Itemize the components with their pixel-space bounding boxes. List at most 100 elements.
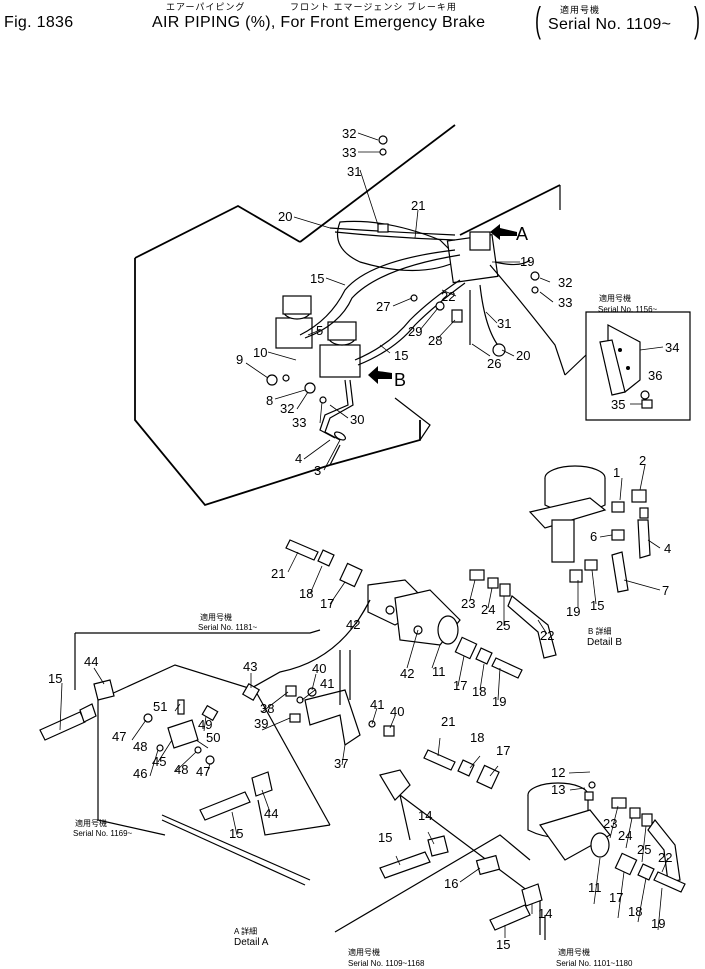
callout-48: 48 xyxy=(133,739,147,754)
callout-29: 29 xyxy=(408,324,422,339)
callout-15: 15 xyxy=(378,830,392,845)
callout-17: 17 xyxy=(609,890,623,905)
callout-17: 17 xyxy=(320,596,334,611)
callout-42: 42 xyxy=(400,666,414,681)
callout-19: 19 xyxy=(492,694,506,709)
callout-21: 21 xyxy=(271,566,285,581)
callout-19: 19 xyxy=(520,254,534,269)
callout-21: 21 xyxy=(441,714,455,729)
callout-numbers: 32 33 31 20 21 19 32 33 15 22 27 5 31 29… xyxy=(48,126,679,952)
callout-8: 8 xyxy=(266,393,273,408)
callout-22: 22 xyxy=(441,289,455,304)
callout-49: 49 xyxy=(198,717,212,732)
callout-47: 47 xyxy=(112,729,126,744)
chassis-outline xyxy=(134,124,561,507)
figure-number: Fig. 1836 xyxy=(4,14,74,31)
callout-30: 30 xyxy=(350,412,364,427)
callout-6: 6 xyxy=(590,529,597,544)
lower-assembly xyxy=(334,749,686,940)
callout-33: 33 xyxy=(342,145,356,160)
callout-22: 22 xyxy=(658,850,672,865)
callout-31: 31 xyxy=(347,164,361,179)
callout-4: 4 xyxy=(664,541,671,556)
callout-18: 18 xyxy=(299,586,313,601)
callout-39: 39 xyxy=(254,716,268,731)
callout-31: 31 xyxy=(497,316,511,331)
callout-46: 46 xyxy=(133,766,147,781)
callout-25: 25 xyxy=(637,842,651,857)
callout-17: 17 xyxy=(453,678,467,693)
diagram-labels: A B 適用号機 Serial No. 1156~ B 詳細 Detail B … xyxy=(73,224,658,968)
title-japanese-right: 適用号機 xyxy=(560,5,601,15)
detail-a-drawing xyxy=(39,664,411,886)
applicability-jp-1109-1168: 適用号機 xyxy=(348,947,380,957)
callout-16: 16 xyxy=(444,876,458,891)
callout-20: 20 xyxy=(278,209,292,224)
serial-1101-1180: Serial No. 1101~1180 xyxy=(556,959,633,968)
callout-47: 47 xyxy=(196,764,210,779)
callout-14: 14 xyxy=(418,808,432,823)
callout-33: 33 xyxy=(558,295,572,310)
callout-32: 32 xyxy=(558,275,572,290)
callout-41: 41 xyxy=(370,697,384,712)
callout-36: 36 xyxy=(648,368,662,383)
title-japanese-left: エアーパイピング xyxy=(166,2,246,12)
callout-23: 23 xyxy=(461,596,475,611)
figure-title: AIR PIPING (%), For Front Emergency Brak… xyxy=(152,14,486,31)
callout-41: 41 xyxy=(320,676,334,691)
callout-33: 33 xyxy=(292,415,306,430)
callout-10: 10 xyxy=(253,345,267,360)
middle-assembly xyxy=(74,539,557,747)
serial-1156: Serial No. 1156~ xyxy=(598,305,658,314)
callout-44: 44 xyxy=(264,806,278,821)
callout-51: 51 xyxy=(153,699,167,714)
callout-21: 21 xyxy=(411,198,425,213)
title-japanese-mid: フロント エマージェンシ ブレーキ用 xyxy=(290,2,457,12)
callout-20: 20 xyxy=(516,348,530,363)
arrow-b-icon xyxy=(368,366,392,384)
callout-19: 19 xyxy=(566,604,580,619)
callout-38: 38 xyxy=(260,701,274,716)
callout-1: 1 xyxy=(613,465,620,480)
callout-15: 15 xyxy=(590,598,604,613)
callout-4: 4 xyxy=(295,451,302,466)
callout-37: 37 xyxy=(334,756,348,771)
callout-18: 18 xyxy=(628,904,642,919)
callout-22: 22 xyxy=(540,628,554,643)
callout-11: 11 xyxy=(432,664,446,679)
callout-13: 13 xyxy=(551,782,565,797)
callout-40: 40 xyxy=(312,661,326,676)
serial-bracket-left: ( xyxy=(535,0,541,40)
callout-15: 15 xyxy=(310,271,324,286)
callout-15: 15 xyxy=(496,937,510,952)
serial-number: Serial No. 1109~ xyxy=(548,16,672,33)
callout-5: 5 xyxy=(316,323,323,338)
callout-48: 48 xyxy=(174,762,188,777)
callout-32: 32 xyxy=(342,126,356,141)
serial-1109-1168: Serial No. 1109~1168 xyxy=(348,959,425,968)
callout-19: 19 xyxy=(651,916,665,931)
callout-32: 32 xyxy=(280,401,294,416)
serial-1169: Serial No. 1169~ xyxy=(73,829,133,838)
callout-9: 9 xyxy=(236,352,243,367)
callout-18: 18 xyxy=(472,684,486,699)
applicability-jp-1101-1180: 適用号機 xyxy=(558,947,590,957)
applicability-jp-1156: 適用号機 xyxy=(599,293,631,303)
detail-b-label: Detail B xyxy=(587,637,622,648)
callout-18: 18 xyxy=(470,730,484,745)
callout-26: 26 xyxy=(487,356,501,371)
arrow-a-icon xyxy=(490,224,517,240)
callout-24: 24 xyxy=(618,828,632,843)
callout-35: 35 xyxy=(611,397,625,412)
callout-17: 17 xyxy=(496,743,510,758)
detail-b-jp: B 詳細 xyxy=(588,626,612,636)
callout-12: 12 xyxy=(551,765,565,780)
callout-15: 15 xyxy=(394,348,408,363)
callout-14: 14 xyxy=(538,906,552,921)
callout-27: 27 xyxy=(376,299,390,314)
callout-15: 15 xyxy=(48,671,62,686)
callout-45: 45 xyxy=(152,754,166,769)
callout-23: 23 xyxy=(603,816,617,831)
detail-a-jp: A 詳細 xyxy=(234,926,257,936)
